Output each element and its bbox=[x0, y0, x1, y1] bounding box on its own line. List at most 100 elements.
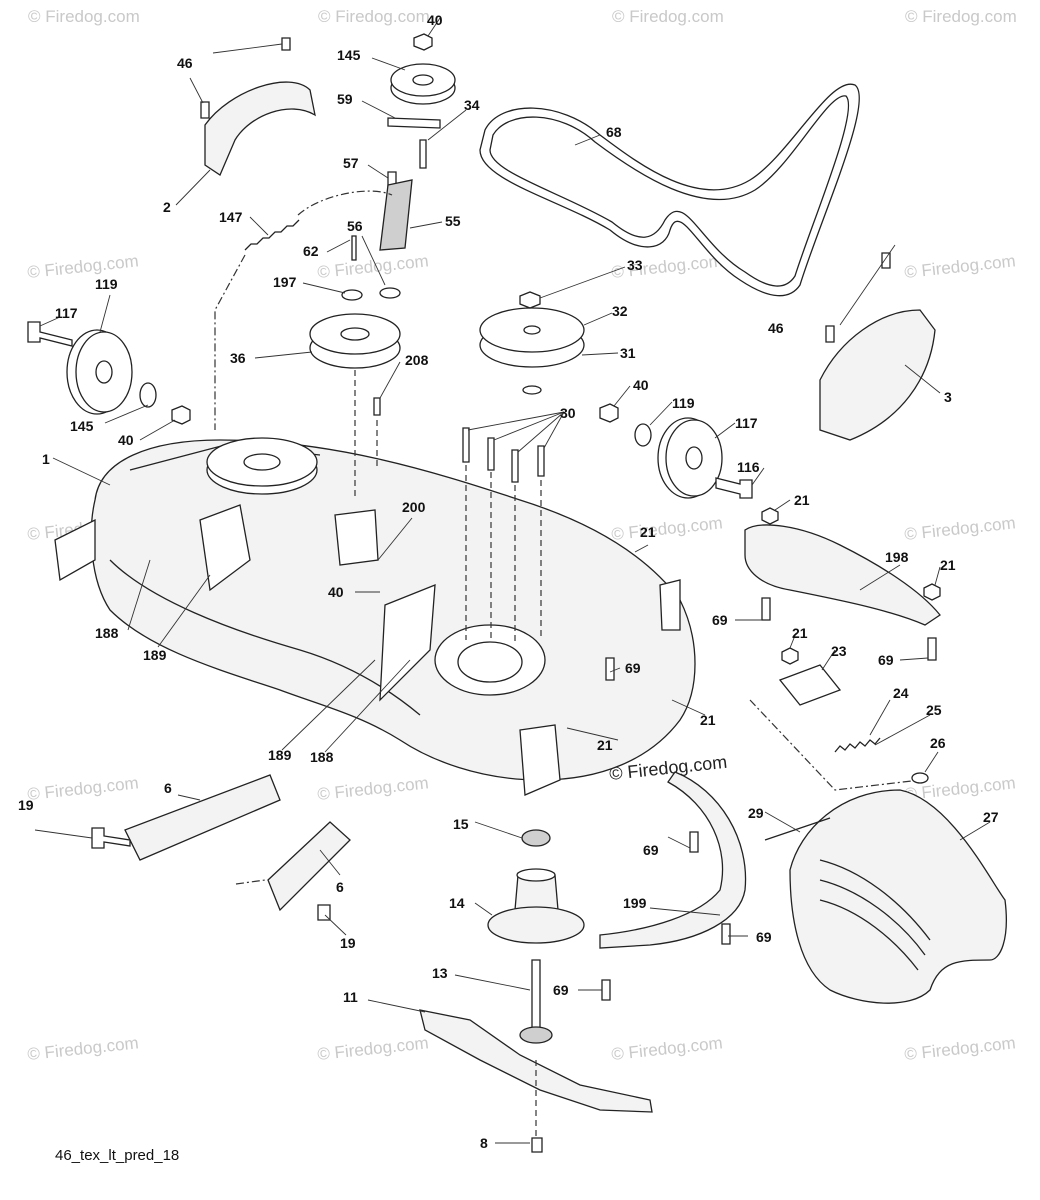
callout-145: 145 bbox=[337, 47, 361, 63]
leader-lines bbox=[34, 17, 991, 1144]
callout-32: 32 bbox=[612, 303, 628, 319]
callout-69: 69 bbox=[756, 929, 772, 945]
callout-119: 145 bbox=[70, 418, 94, 434]
deck-bracket-right bbox=[659, 579, 681, 631]
bolt-69-5 bbox=[601, 979, 611, 1001]
hanger-bracket-6-bottom bbox=[267, 821, 351, 912]
watermark: © Firedog.com bbox=[610, 1033, 723, 1064]
nut-21-right-2 bbox=[923, 583, 941, 601]
callout-57: 57 bbox=[343, 155, 359, 171]
discharge-guard-198 bbox=[744, 524, 941, 626]
callout-30: 30 bbox=[560, 405, 576, 421]
callout-33: 33 bbox=[627, 257, 643, 273]
bolt-208 bbox=[373, 397, 381, 416]
callout-119: 119 bbox=[672, 395, 695, 411]
callout-62: 62 bbox=[303, 243, 319, 259]
washer-119-right bbox=[634, 423, 652, 447]
washer-31 bbox=[522, 385, 542, 395]
callout-19: 19 bbox=[340, 935, 356, 951]
callout-19: 19 bbox=[18, 797, 34, 813]
callout-189: 189 bbox=[268, 747, 292, 763]
watermark: © Firedog.com bbox=[905, 7, 1017, 26]
diagram-code: 46_tex_lt_pred_18 bbox=[55, 1147, 179, 1164]
washer-197 bbox=[341, 289, 363, 301]
callout-25: 25 bbox=[926, 702, 942, 718]
callout-14: 14 bbox=[449, 895, 465, 911]
nut-40-left bbox=[171, 405, 191, 425]
bolt-69-4 bbox=[721, 923, 731, 945]
callout-40: 40 bbox=[328, 584, 344, 600]
callout-40: 40 bbox=[118, 432, 134, 448]
callout-69: 69 bbox=[553, 982, 569, 998]
watermark: © Firedog.com bbox=[316, 1033, 429, 1064]
watermark: © Firedog.com bbox=[28, 7, 140, 26]
callout-labels: 46 2 40 145 59 34 68 57 147 56 55 62 197… bbox=[18, 12, 999, 1151]
deck-pulley bbox=[206, 437, 318, 495]
callout-6: 6 bbox=[164, 780, 172, 796]
callout-147: 147 bbox=[219, 209, 243, 225]
deck-bracket-left bbox=[54, 518, 96, 582]
watermark: © Firedog.com bbox=[612, 7, 724, 26]
bolt-69-1 bbox=[761, 597, 771, 621]
bolts-30 bbox=[462, 427, 545, 645]
deflector-199 bbox=[599, 771, 747, 949]
idler-pulley-145 bbox=[390, 63, 456, 105]
callout-21: 21 bbox=[794, 492, 810, 508]
blade-bolt-8 bbox=[531, 1137, 543, 1153]
watermark: © Firedog.com bbox=[903, 1033, 1016, 1064]
bolt-34 bbox=[419, 139, 427, 169]
callout-21: 21 bbox=[792, 625, 808, 641]
watermark: © Firedog.com bbox=[903, 251, 1016, 282]
callout-34: 34 bbox=[464, 97, 480, 113]
callout-200: 200 bbox=[402, 499, 426, 515]
belt-cover-2 bbox=[204, 81, 316, 176]
bolt-46-left bbox=[281, 37, 291, 51]
callout-59: 59 bbox=[337, 91, 353, 107]
callout-199: 199 bbox=[623, 895, 647, 911]
bolt-69-3 bbox=[689, 831, 699, 853]
callout-21: 21 bbox=[640, 524, 656, 540]
callout-36: 36 bbox=[230, 350, 246, 366]
watermark: © Firedog.com bbox=[610, 513, 723, 544]
spindle-pulley-13 bbox=[519, 1026, 553, 1044]
idler-arm-59 bbox=[387, 117, 441, 129]
callout-188: 188 bbox=[95, 625, 119, 641]
callout-69: 69 bbox=[643, 842, 659, 858]
callout-29: 29 bbox=[748, 805, 764, 821]
callout-208: 208 bbox=[405, 352, 429, 368]
gauge-wheel-right bbox=[657, 417, 723, 499]
callout-55: 55 bbox=[445, 213, 461, 229]
watermark: © Firedog.com bbox=[316, 251, 429, 282]
callout-188: 188 bbox=[310, 749, 334, 765]
deck-bracket-front bbox=[519, 724, 561, 796]
bolt-46-right-2 bbox=[825, 325, 835, 343]
bolt-69-2 bbox=[927, 637, 937, 661]
callout-24: 24 bbox=[893, 685, 909, 701]
bolt-46-right bbox=[881, 252, 891, 269]
callout-21: 21 bbox=[700, 712, 716, 728]
callout-2: 2 bbox=[163, 199, 171, 215]
callout-197: 197 bbox=[273, 274, 297, 290]
mower-blade-11 bbox=[419, 1009, 653, 1113]
nut-21-right-1 bbox=[761, 507, 779, 525]
callout-23: 23 bbox=[831, 643, 847, 659]
callout-6: 6 bbox=[336, 879, 344, 895]
nut-21-bracket bbox=[781, 647, 799, 665]
spindle-housing-14 bbox=[487, 868, 585, 944]
deck-bracket-189 bbox=[199, 504, 251, 592]
idler-bracket-55 bbox=[379, 179, 413, 251]
belt-cover-3 bbox=[819, 309, 936, 441]
callout-69: 69 bbox=[712, 612, 728, 628]
discharge-chute-27 bbox=[789, 789, 1007, 1004]
callout-68: 68 bbox=[606, 124, 622, 140]
callout-21: 21 bbox=[940, 557, 956, 573]
nut-40-right bbox=[599, 403, 619, 423]
bearing-15 bbox=[521, 829, 551, 847]
callout-15: 15 bbox=[453, 816, 469, 832]
watermark: © Firedog.com bbox=[318, 7, 430, 26]
watermark: © Firedog.com bbox=[903, 513, 1016, 544]
shoulder-bolt-116-right bbox=[715, 477, 753, 499]
callout-40: 40 bbox=[633, 377, 649, 393]
bolt-46-left-2 bbox=[200, 101, 210, 119]
